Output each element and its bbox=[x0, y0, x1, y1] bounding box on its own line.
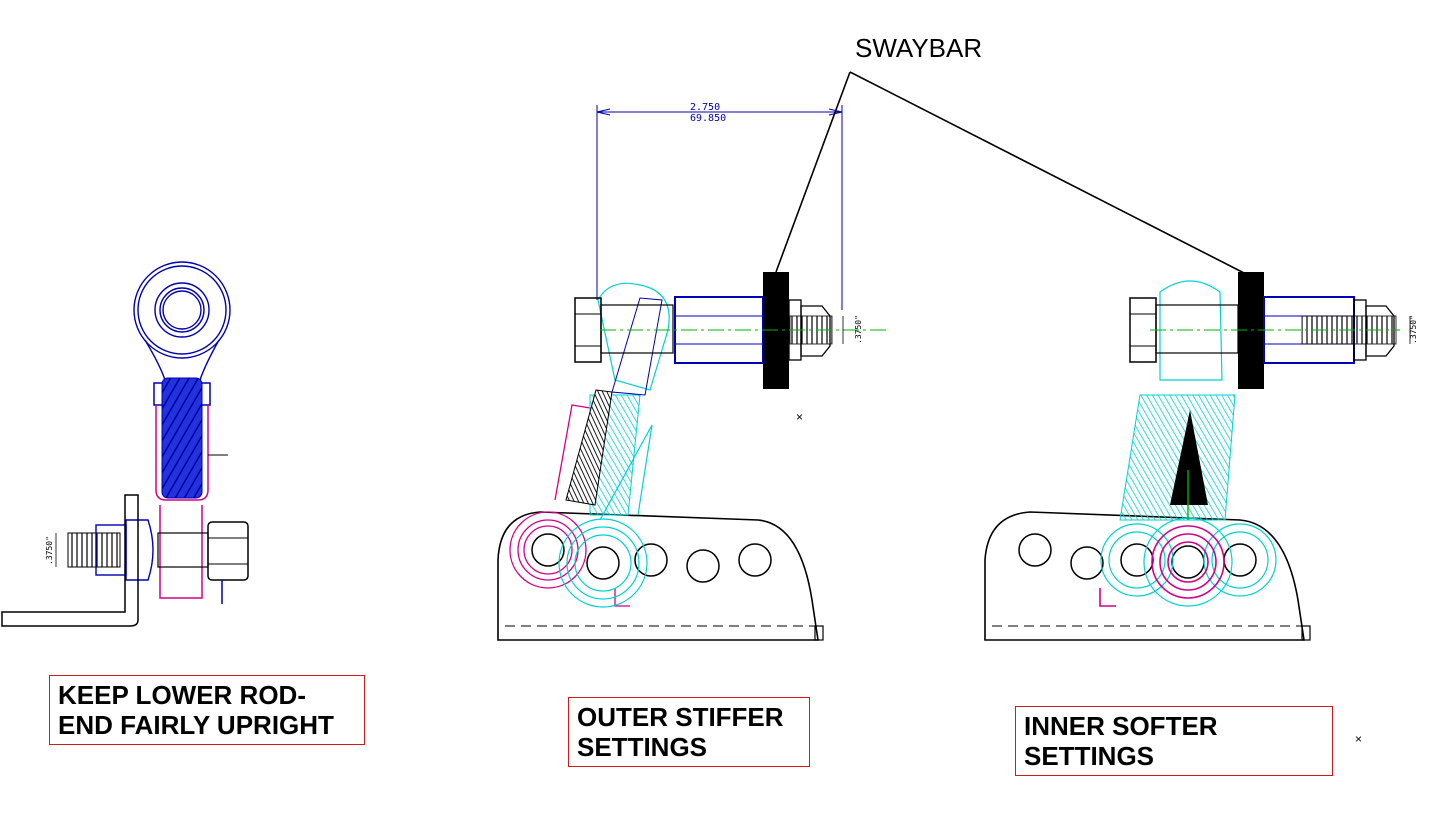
left-assembly: .3750" bbox=[1, 261, 249, 627]
left-rod-end-eye bbox=[133, 261, 231, 381]
middle-bolt-dim: .3750" bbox=[854, 315, 863, 344]
label-keep-upright-line2: END FAIRLY UPRIGHT bbox=[58, 710, 334, 740]
middle-bracket bbox=[497, 511, 819, 641]
label-inner-softer: INNER SOFTER SETTINGS bbox=[1015, 706, 1333, 776]
left-threaded-rod bbox=[161, 377, 203, 499]
left-bolt-dim: .3750" bbox=[45, 536, 54, 565]
top-dimension bbox=[596, 105, 843, 310]
right-assembly: .3750" × bbox=[984, 272, 1418, 746]
label-outer-stiffer-line1: OUTER STIFFER bbox=[577, 702, 784, 732]
right-bolt-dim: .3750" bbox=[1409, 315, 1418, 344]
swaybar-leaders bbox=[775, 71, 1247, 275]
label-keep-upright: KEEP LOWER ROD- END FAIRLY UPRIGHT bbox=[49, 675, 365, 745]
middle-bracket-holes bbox=[531, 533, 772, 583]
right-bracket bbox=[984, 511, 1305, 641]
label-keep-upright-line1: KEEP LOWER ROD- bbox=[58, 680, 306, 710]
middle-assembly: 2.750 69.850 bbox=[497, 102, 890, 641]
middle-x-mark: × bbox=[796, 410, 803, 424]
left-bracket bbox=[1, 494, 139, 627]
right-x-mark: × bbox=[1355, 732, 1362, 746]
middle-black-threads bbox=[565, 389, 613, 506]
label-outer-stiffer-line2: SETTINGS bbox=[577, 732, 708, 762]
swaybar-callout: SWAYBAR bbox=[855, 33, 983, 63]
left-sleeve bbox=[155, 405, 209, 599]
right-black-wedge bbox=[1170, 410, 1208, 505]
dim-inch: 2.750 bbox=[690, 102, 720, 113]
label-inner-softer-line1: INNER SOFTER bbox=[1024, 711, 1218, 741]
dim-mm: 69.850 bbox=[690, 113, 726, 124]
right-magenta-rod-end bbox=[1099, 525, 1225, 607]
label-inner-softer-line2: SETTINGS bbox=[1024, 741, 1155, 771]
label-outer-stiffer: OUTER STIFFER SETTINGS bbox=[568, 697, 810, 767]
left-bolt bbox=[67, 519, 249, 604]
